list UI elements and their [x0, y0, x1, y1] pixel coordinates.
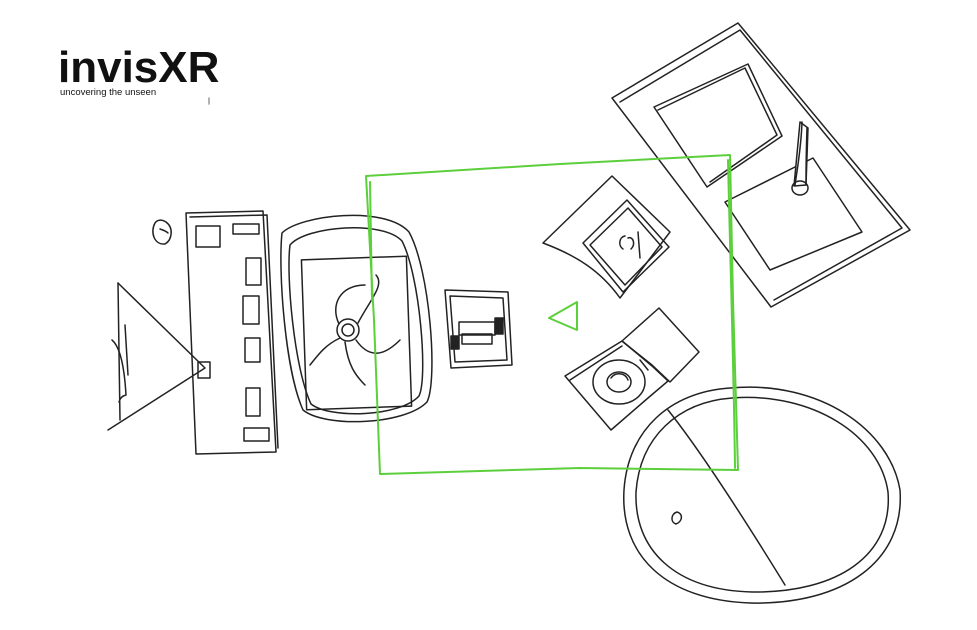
fan-unit: [281, 215, 432, 421]
round-table: [624, 387, 901, 603]
marker-blob: [153, 220, 171, 244]
connector-box: [445, 290, 512, 368]
camera-cube: [543, 176, 670, 298]
direction-triangle: [549, 302, 577, 330]
device-column: [186, 211, 278, 454]
tablet-stand: [612, 23, 910, 307]
highlight-frame: [366, 155, 738, 474]
lens-cube: [565, 308, 699, 430]
